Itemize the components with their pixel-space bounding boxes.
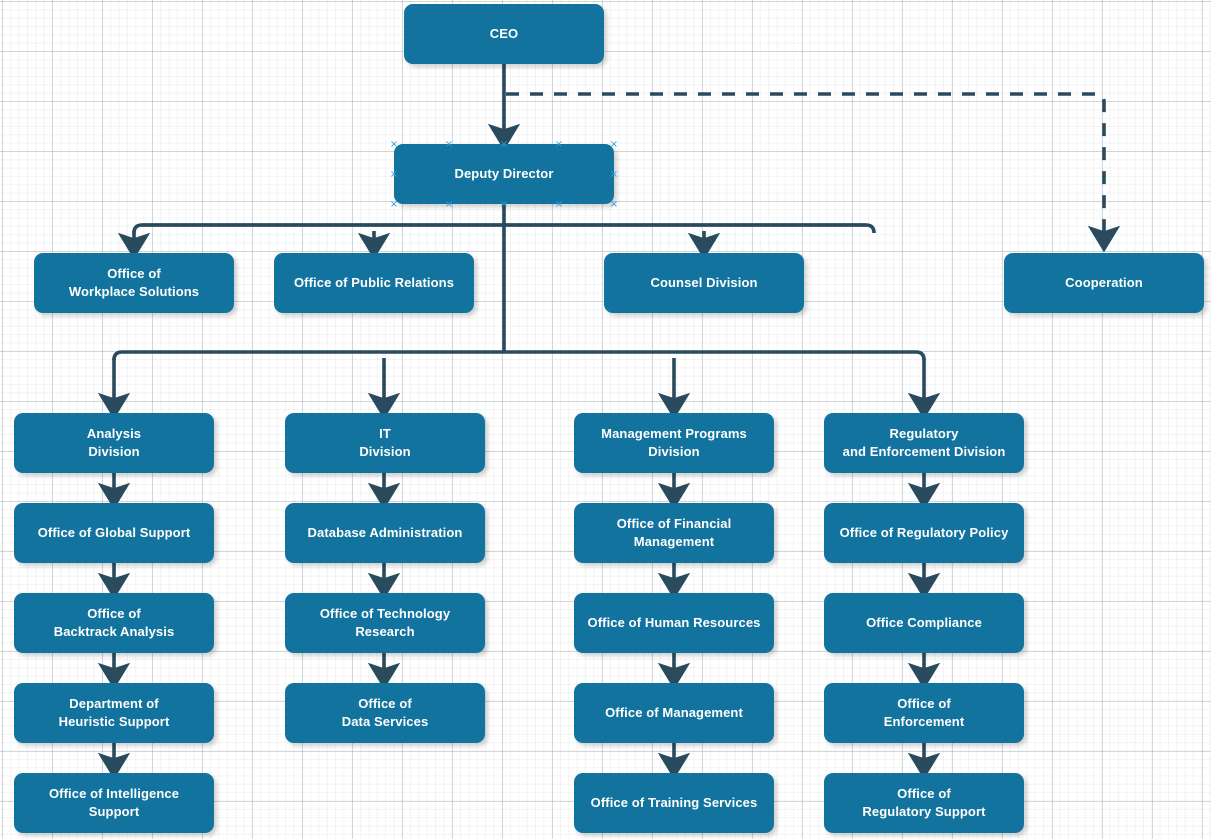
node-it_div[interactable]: IT Division xyxy=(285,413,485,473)
node-label: CEO xyxy=(489,26,519,41)
node-enforcement[interactable]: Office of Enforcement xyxy=(824,683,1024,743)
node-label: Office Compliance xyxy=(866,615,982,630)
node-ceo[interactable]: CEO xyxy=(404,4,604,64)
node-label: Office of Enforcement xyxy=(883,696,965,729)
node-analysis_div[interactable]: Analysis Division xyxy=(14,413,214,473)
node-label: Management Programs Division xyxy=(601,426,747,459)
node-regulatory_policy[interactable]: Office of Regulatory Policy xyxy=(824,503,1024,563)
node-intelligence[interactable]: Office of Intelligence Support xyxy=(14,773,214,833)
node-backtrack[interactable]: Office of Backtrack Analysis xyxy=(14,593,214,653)
bus-deputy-level2 xyxy=(112,350,926,361)
node-label: Regulatory and Enforcement Division xyxy=(842,426,1006,459)
node-label: Deputy Director xyxy=(454,166,554,181)
edge-ceo-cooperation xyxy=(506,92,1121,253)
node-deputy[interactable]: Deputy Director xyxy=(394,144,614,204)
node-public_relations[interactable]: Office of Public Relations xyxy=(274,253,474,313)
node-label: Cooperation xyxy=(1065,275,1143,290)
node-human_resources[interactable]: Office of Human Resources xyxy=(574,593,774,653)
node-counsel[interactable]: Counsel Division xyxy=(604,253,804,313)
node-mgmt_prog_div[interactable]: Management Programs Division xyxy=(574,413,774,473)
node-label: Office of Regulatory Support xyxy=(862,786,986,819)
node-label: Office of Human Resources xyxy=(587,615,761,630)
node-financial_mgmt[interactable]: Office of Financial Management xyxy=(574,503,774,563)
node-label: Office of Data Services xyxy=(341,696,429,729)
node-reg_enf_div[interactable]: Regulatory and Enforcement Division xyxy=(824,413,1024,473)
node-label: Office of Global Support xyxy=(37,525,191,540)
node-database_admin[interactable]: Database Administration xyxy=(285,503,485,563)
node-label: Office of Workplace Solutions xyxy=(68,266,200,299)
node-global_support[interactable]: Office of Global Support xyxy=(14,503,214,563)
node-label: Counsel Division xyxy=(650,275,758,290)
node-cooperation[interactable]: Cooperation xyxy=(1004,253,1204,313)
node-label: Office of Training Services xyxy=(590,795,758,810)
node-training_services[interactable]: Office of Training Services xyxy=(574,773,774,833)
node-label: IT Division xyxy=(359,426,411,459)
node-label: Office of Management xyxy=(605,705,743,720)
node-tech_research[interactable]: Office of Technology Research xyxy=(285,593,485,653)
node-data_services[interactable]: Office of Data Services xyxy=(285,683,485,743)
node-label: Office of Regulatory Policy xyxy=(839,525,1009,540)
node-label: Database Administration xyxy=(307,525,463,540)
node-label: Office of Backtrack Analysis xyxy=(53,606,175,639)
node-workplace[interactable]: Office of Workplace Solutions xyxy=(34,253,234,313)
node-management[interactable]: Office of Management xyxy=(574,683,774,743)
node-compliance[interactable]: Office Compliance xyxy=(824,593,1024,653)
node-label: Office of Technology Research xyxy=(319,606,451,639)
node-label: Analysis Division xyxy=(86,426,142,459)
node-label: Department of Heuristic Support xyxy=(58,696,170,729)
node-heuristic[interactable]: Department of Heuristic Support xyxy=(14,683,214,743)
node-label: Office of Financial Management xyxy=(616,516,732,549)
node-label: Office of Intelligence Support xyxy=(48,786,180,819)
node-label: Office of Public Relations xyxy=(293,275,455,290)
node-regulatory_support[interactable]: Office of Regulatory Support xyxy=(824,773,1024,833)
